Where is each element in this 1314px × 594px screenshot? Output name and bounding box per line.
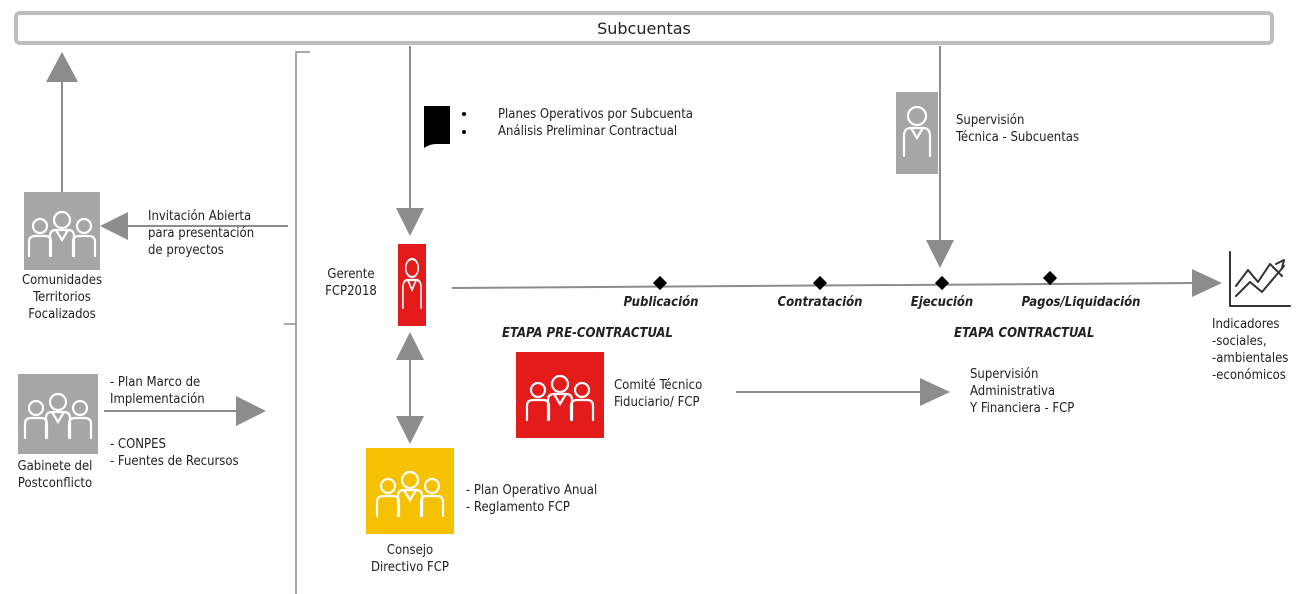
planes-note: Planes Operativos por Subcuenta Análisis…	[498, 106, 693, 140]
conpes-note-line: - Fuentes de Recursos	[110, 454, 239, 469]
conpes-note-line: - CONPES	[110, 437, 166, 452]
milestone-diamond-contratacion	[812, 275, 828, 291]
invitacion-arrowhead	[100, 212, 128, 240]
consejo-label-line: Consejo	[386, 543, 434, 558]
milestone-label-contratacion: Contratación	[777, 295, 863, 310]
timeline-arrowhead	[1192, 269, 1222, 297]
plan-operativo-note: - Plan Operativo Anual - Reglamento FCP	[466, 482, 597, 516]
milestone-diamond-pagos	[1042, 270, 1058, 286]
consejo-label: Consejo Directivo FCP	[350, 542, 470, 576]
planes-note-line: Planes Operativos por Subcuenta	[498, 107, 693, 122]
gerente-label: Gerente FCP2018	[314, 266, 388, 300]
gerente-person-icon	[398, 244, 426, 326]
supervision-tecnica-person-icon	[896, 92, 938, 174]
comite-label: Comité Técnico Fiduciario/ FCP	[614, 377, 702, 411]
supervision-admin-label-line: Administrativa	[970, 384, 1056, 399]
milestone-label-ejecucion: Ejecución	[910, 295, 974, 310]
conpes-note: - CONPES - Fuentes de Recursos	[110, 436, 239, 470]
indicadores-label-line: -económicos	[1212, 368, 1286, 383]
supervision-admin-label-line: Y Financiera - FCP	[970, 401, 1075, 416]
supervision-admin-label-line: Supervisión	[970, 367, 1039, 382]
gabinete-label-line: Gabinete del	[17, 459, 93, 474]
milestone-label-pagos: Pagos/Liquidación	[1021, 295, 1141, 310]
gabinete-label: Gabinete del Postconflicto	[0, 458, 110, 492]
comunidades-label-line: Territorios	[33, 290, 91, 305]
supervision-tecnica-label: Supervisión Técnica - Subcuentas	[956, 112, 1079, 146]
stage-contractual: ETAPA CONTRACTUAL	[954, 326, 1095, 341]
invitacion-note-line: de proyectos	[148, 243, 224, 258]
supervision-tecnica-label-line: Supervisión	[956, 113, 1025, 128]
indicadores-chart-icon	[1229, 251, 1291, 307]
indicadores-label-line: -sociales,	[1212, 334, 1267, 349]
comite-label-line: Fiduciario/ FCP	[614, 395, 700, 410]
invitacion-note: Invitación Abierta para presentación de …	[148, 208, 254, 259]
consejo-people-icon	[366, 448, 454, 534]
gerente-consejo-up-arrowhead	[396, 332, 424, 360]
gabinete-label-line: Postconflicto	[17, 476, 93, 491]
comite-label-line: Comité Técnico	[614, 378, 703, 393]
gabinete-people-icon	[18, 374, 98, 454]
consejo-label-line: Directivo FCP	[371, 560, 449, 575]
plan-marco-note-line: Implementación	[110, 392, 205, 407]
comunidades-label: Comunidades Territorios Focalizados	[0, 272, 124, 323]
comunidades-up-arrowhead	[46, 52, 78, 82]
milestone-diamond-publicacion	[652, 275, 668, 291]
gerente-arrowhead	[396, 208, 424, 236]
plan-marco-note-line: - Plan Marco de	[110, 375, 201, 390]
stage-pre-contractual: ETAPA PRE-CONTRACTUAL	[502, 326, 673, 341]
plan-marco-note: - Plan Marco de Implementación	[110, 374, 205, 408]
comite-people-icon	[516, 352, 604, 438]
comite-to-supervision-arrowhead	[920, 378, 950, 406]
supervision-admin-label: Supervisión Administrativa Y Financiera …	[970, 366, 1074, 417]
comunidades-label-line: Focalizados	[28, 307, 96, 322]
gerente-label-line: FCP2018	[325, 284, 377, 299]
plan-operativo-note-line: - Plan Operativo Anual	[466, 483, 598, 498]
gerente-label-line: Gerente	[327, 267, 375, 282]
plan-operativo-note-line: - Reglamento FCP	[466, 500, 570, 515]
milestone-label-publicacion: Publicación	[623, 295, 699, 310]
gabinete-arrowhead	[236, 396, 266, 426]
gerente-consejo-down-arrowhead	[396, 416, 424, 444]
invitacion-note-line: Invitación Abierta	[148, 209, 252, 224]
ejecucion-arrowhead	[926, 240, 954, 268]
subcuentas-title-bar: Subcuentas	[14, 11, 1274, 45]
comunidades-label-line: Comunidades	[21, 273, 103, 288]
comunidades-people-icon	[24, 192, 100, 270]
indicadores-label: Indicadores -sociales, -ambientales -eco…	[1212, 316, 1288, 384]
document-icon	[424, 106, 466, 148]
invitacion-note-line: para presentación	[148, 226, 255, 241]
indicadores-label-line: Indicadores	[1212, 317, 1280, 332]
subcuentas-title: Subcuentas	[597, 18, 691, 38]
milestone-diamond-ejecucion	[934, 275, 950, 291]
supervision-tecnica-label-line: Técnica - Subcuentas	[956, 130, 1080, 145]
planes-note-line: Análisis Preliminar Contractual	[498, 124, 678, 139]
indicadores-label-line: -ambientales	[1212, 351, 1289, 366]
left-bracket	[284, 51, 310, 594]
